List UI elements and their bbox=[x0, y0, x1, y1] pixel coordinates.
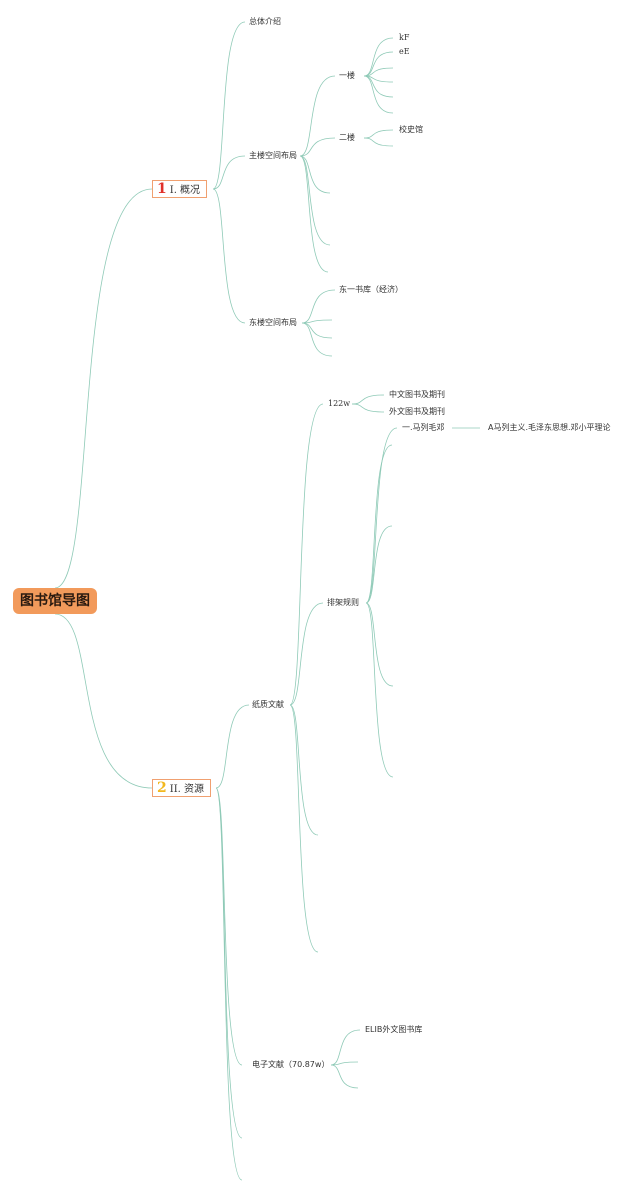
category-label: I. 概况 bbox=[169, 185, 201, 196]
connector-line bbox=[289, 602, 324, 706]
connector-line bbox=[365, 602, 394, 687]
connector-line bbox=[363, 37, 394, 77]
node-east-building[interactable]: 东楼空间布局 bbox=[249, 318, 297, 327]
category-number: 1 bbox=[157, 181, 167, 197]
node-electronic-item[interactable]: ELIB外文图书库 bbox=[365, 1025, 423, 1034]
category-label: II. 资源 bbox=[169, 784, 205, 795]
node-east-item[interactable]: 东一书库（经济） bbox=[339, 285, 403, 294]
connector-line bbox=[330, 1061, 359, 1066]
node-count-item[interactable]: 中文图书及期刊 bbox=[389, 390, 445, 399]
connector-line bbox=[299, 155, 331, 246]
connector-line bbox=[54, 613, 153, 789]
connector-line bbox=[299, 75, 336, 157]
node-main-building[interactable]: 主楼空间布局 bbox=[249, 151, 297, 160]
connector-line bbox=[289, 704, 319, 836]
connector-line bbox=[365, 602, 394, 778]
connector-line bbox=[299, 155, 331, 194]
connector-line bbox=[330, 1029, 361, 1066]
connector-line bbox=[54, 188, 153, 589]
node-shelving-first[interactable]: 一.马列毛邓 bbox=[402, 423, 445, 432]
node-shelving-detail[interactable]: A马列主义.毛泽东思想.邓小平理论 bbox=[488, 423, 611, 432]
connector-line bbox=[212, 188, 246, 324]
connector-line bbox=[363, 137, 394, 147]
node-shelving[interactable]: 排架规则 bbox=[327, 598, 359, 607]
connector-line bbox=[351, 394, 385, 405]
connector-line bbox=[212, 21, 246, 190]
connector-line bbox=[212, 155, 246, 190]
connector-line bbox=[365, 444, 393, 604]
connector-line bbox=[215, 787, 243, 1139]
node-floor1[interactable]: 一楼 bbox=[339, 71, 355, 80]
connector-line bbox=[363, 129, 394, 139]
connector-line bbox=[363, 75, 394, 98]
connector-line bbox=[289, 704, 319, 953]
connector-line bbox=[330, 1064, 359, 1089]
connector-line bbox=[301, 322, 333, 357]
connector-line bbox=[215, 704, 250, 789]
node-floor2[interactable]: 二楼 bbox=[339, 133, 355, 142]
node-electronic[interactable]: 电子文献（70.87w） bbox=[252, 1060, 330, 1069]
node-floor1-item[interactable]: kF bbox=[399, 33, 410, 42]
connector-line bbox=[215, 787, 243, 1181]
connector-line bbox=[215, 787, 243, 1066]
connector-line bbox=[351, 403, 385, 413]
connector-line bbox=[365, 427, 398, 604]
node-floor2-item[interactable]: 校史馆 bbox=[399, 125, 423, 134]
connector-line bbox=[289, 403, 324, 706]
connector-line bbox=[363, 75, 394, 114]
node-count-item[interactable]: 外文图书及期刊 bbox=[389, 407, 445, 416]
connector-line bbox=[299, 137, 336, 157]
node-count[interactable]: 122w bbox=[328, 399, 351, 408]
connector-line bbox=[299, 155, 329, 273]
category-number: 2 bbox=[157, 780, 167, 796]
node-floor1-item[interactable]: eE bbox=[399, 47, 410, 56]
root-node[interactable]: 图书馆导图 bbox=[13, 588, 97, 614]
node-paper[interactable]: 纸质文献 bbox=[252, 700, 284, 709]
connector-line bbox=[301, 289, 336, 324]
node-intro[interactable]: 总体介绍 bbox=[249, 17, 281, 26]
connector-line bbox=[365, 525, 393, 604]
connector-line bbox=[363, 51, 394, 77]
